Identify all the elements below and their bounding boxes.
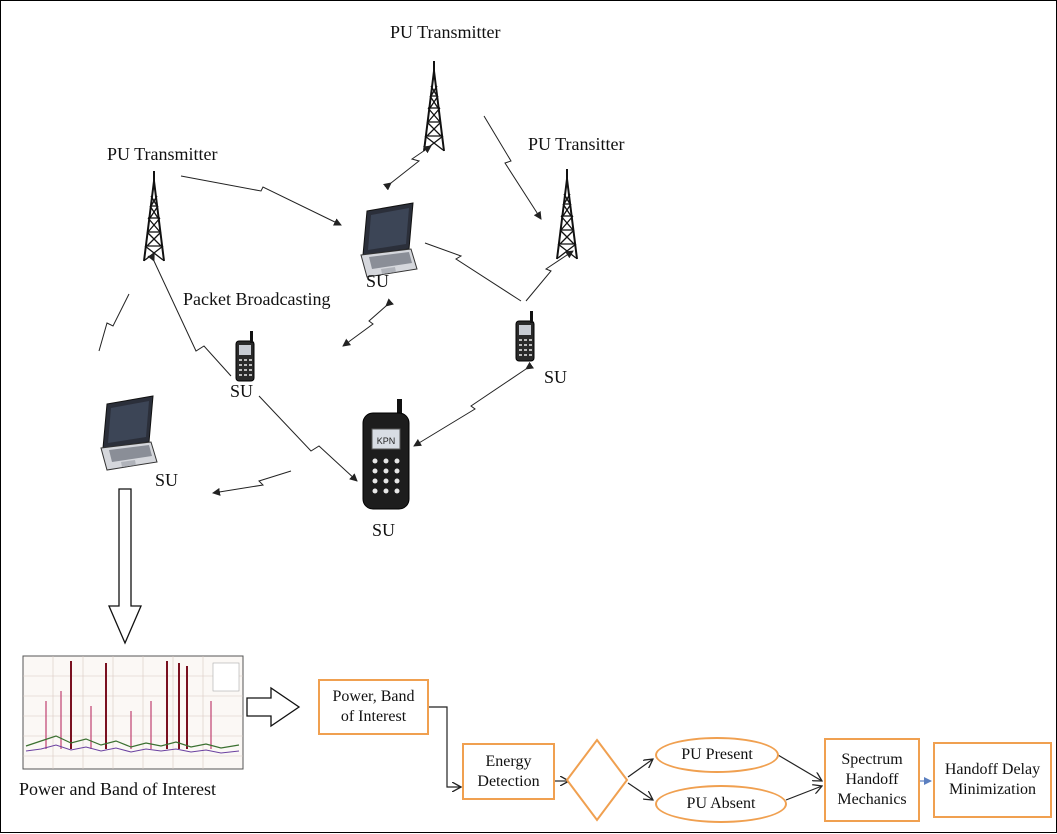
connector-diamond-absent: [627, 782, 653, 800]
label-packet-broadcasting: Packet Broadcasting: [183, 289, 331, 309]
hollow-arrow-icon-down: [108, 488, 142, 645]
box-energy-detection: Energy Detection: [462, 743, 555, 800]
cellphone-icon-right: [515, 310, 535, 362]
connector-absent-handoff: [785, 786, 822, 801]
link-right-phone-tower: [525, 250, 574, 302]
connector-diamond-present: [627, 759, 653, 778]
link-top-tower-right-tower: [483, 115, 542, 220]
laptop-icon-left: [100, 395, 158, 471]
box-handoff-delay: Handoff Delay Minimization: [933, 742, 1052, 818]
tower-icon-left: [143, 170, 165, 262]
decision-diamond-shape: [565, 738, 629, 822]
tower-icon-top: [423, 60, 445, 152]
phone-screen-text: KPN: [377, 436, 396, 446]
cellphone-icon-bottom: KPN: [362, 399, 410, 510]
box-power-band: Power, Band of Interest: [318, 679, 429, 735]
spectrum-caption: Power and Band of Interest: [19, 779, 216, 799]
label-su-laptop-center: SU: [366, 271, 390, 291]
link-laptop-left-broadcast: [212, 470, 292, 496]
label-su-phone-bottom: SU: [372, 520, 396, 540]
label-su-phone-left: SU: [230, 381, 254, 401]
link-right-phone-big-phone: [413, 361, 535, 447]
label-pu-transmitter-top: PU Transmitter: [390, 22, 501, 42]
link-left-tower-laptop-left: [98, 293, 130, 352]
tower-icon-right: [556, 168, 578, 260]
link-laptop-broadcast: [342, 298, 394, 347]
link-top-tower-laptop: [383, 145, 432, 191]
link-left-tower-phone: [147, 252, 232, 377]
link-laptop-right-phone: [424, 242, 522, 302]
connector-power-energy: [428, 706, 461, 787]
label-su-laptop-left: SU: [155, 470, 179, 490]
link-left-phone-big-phone: [258, 395, 358, 482]
ellipse-pu-present: PU Present: [655, 737, 779, 773]
link-left-tower-laptop: [180, 175, 342, 226]
label-su-phone-right: SU: [544, 367, 568, 387]
label-pu-transmitter-left: PU Transmitter: [107, 144, 218, 164]
ellipse-pu-absent: PU Absent: [655, 785, 787, 823]
cellphone-icon-left: [235, 330, 255, 382]
box-spectrum-handoff: Spectrum Handoff Mechanics: [824, 738, 920, 822]
laptop-icon-center: [360, 202, 418, 278]
connector-present-handoff: [777, 754, 822, 781]
spectrum-plot-image: [22, 655, 244, 770]
hollow-arrow-icon-right: [246, 686, 301, 728]
label-pu-transmitter-right: PU Transitter: [528, 134, 625, 154]
